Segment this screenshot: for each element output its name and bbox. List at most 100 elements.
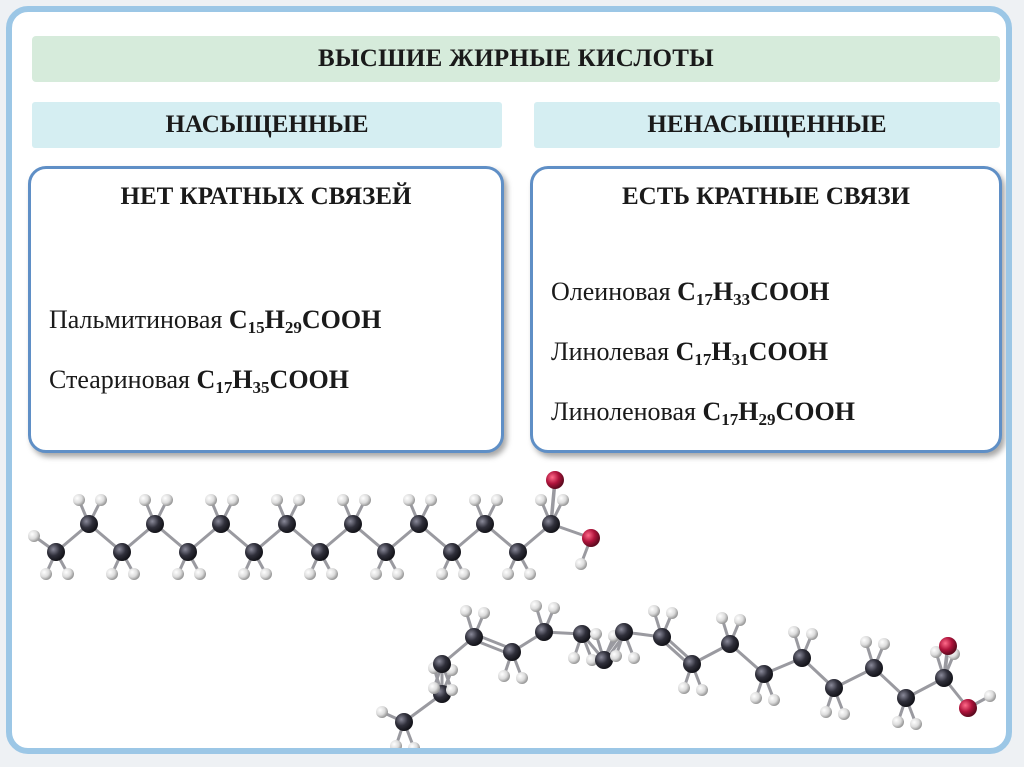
hydrogen-atom: [238, 568, 250, 580]
hydrogen-atom: [40, 568, 52, 580]
hydrogen-atom: [161, 494, 173, 506]
carbon-atom: [245, 543, 263, 561]
hydrogen-atom: [590, 628, 602, 640]
unsaturated-heading: ЕСТЬ КРАТНЫЕ СВЯЗИ: [621, 183, 910, 210]
hydrogen-atom: [227, 494, 239, 506]
hydrogen-atom: [95, 494, 107, 506]
hydrogen-atom: [194, 568, 206, 580]
carbon-atom: [465, 628, 483, 646]
hydrogen-atom: [478, 607, 490, 619]
hydrogen-atom: [172, 568, 184, 580]
hydrogen-atom: [734, 614, 746, 626]
hydrogen-atom: [648, 605, 660, 617]
hydrogen-atom: [469, 494, 481, 506]
carbon-atom: [503, 643, 521, 661]
hydrogen-atom: [502, 568, 514, 580]
carbon-atom: [542, 515, 560, 533]
hydrogen-atom: [535, 494, 547, 506]
carbon-atom: [825, 679, 843, 697]
acid-linolenic: Линоленовая C17H29COOH: [551, 397, 855, 429]
carbon-atom: [433, 655, 451, 673]
carbon-atom: [395, 713, 413, 731]
hydrogen-atom: [768, 694, 780, 706]
hydrogen-atom: [860, 636, 872, 648]
saturated-heading: НЕТ КРАТНЫХ СВЯЗЕЙ: [120, 183, 412, 210]
hydrogen-atom: [271, 494, 283, 506]
hydrogen-atom: [548, 602, 560, 614]
hydrogen-atom: [984, 690, 996, 702]
carbon-atom: [47, 543, 65, 561]
hydrogen-atom: [326, 568, 338, 580]
carbon-atom: [212, 515, 230, 533]
carbon-atom: [113, 543, 131, 561]
hydrogen-atom: [530, 600, 542, 612]
hydrogen-atom: [458, 568, 470, 580]
hydrogen-atom: [568, 652, 580, 664]
hydrogen-atom: [930, 646, 942, 658]
hydrogen-atom: [491, 494, 503, 506]
carbon-atom: [615, 623, 633, 641]
carbon-atom: [653, 628, 671, 646]
carbon-atom: [311, 543, 329, 561]
hydrogen-atom: [628, 652, 640, 664]
hydrogen-atom: [205, 494, 217, 506]
hydrogen-atom: [716, 612, 728, 624]
hydrogen-atom: [392, 568, 404, 580]
acid-formula: C17H33COOH: [677, 277, 830, 309]
category-unsaturated: НЕНАСЫЩЕННЫЕ: [534, 102, 1000, 148]
hydrogen-atom: [910, 718, 922, 730]
carbon-atom: [344, 515, 362, 533]
oxygen-atom: [939, 637, 957, 655]
acid-name: Линолевая: [551, 337, 670, 366]
hydrogen-atom: [806, 628, 818, 640]
hydrogen-atom: [610, 650, 622, 662]
hydrogen-atom: [586, 654, 598, 666]
acid-name: Линоленовая: [551, 397, 696, 426]
hydrogen-atom: [408, 742, 420, 748]
acid-stearic: Стеариновая C17H35COOH: [49, 365, 349, 396]
hydrogen-atom: [820, 706, 832, 718]
carbon-atom: [509, 543, 527, 561]
carbon-atom: [897, 689, 915, 707]
acid-name: Пальмитиновая: [49, 305, 223, 334]
carbon-atom: [721, 635, 739, 653]
saturated-acid-model: [28, 471, 600, 580]
hydrogen-atom: [293, 494, 305, 506]
hydrogen-atom: [403, 494, 415, 506]
acid-oleic: Олеиновая C17H33COOH: [551, 277, 830, 309]
hydrogen-atom: [892, 716, 904, 728]
molecule-models: [28, 471, 996, 748]
hydrogen-atom: [337, 494, 349, 506]
carbon-atom: [793, 649, 811, 667]
acid-formula: C15H29COOH: [228, 305, 382, 337]
hydrogen-atom: [28, 530, 40, 542]
carbon-atom: [595, 651, 613, 669]
acid-palmitic: Пальмитиновая C15H29COOH: [49, 305, 382, 337]
carbon-atom: [179, 543, 197, 561]
carbon-atom: [443, 543, 461, 561]
acid-name: Олеиновая: [551, 277, 671, 306]
carbon-atom: [573, 625, 591, 643]
carbon-atom: [865, 659, 883, 677]
hydrogen-atom: [376, 706, 388, 718]
carbon-atom: [377, 543, 395, 561]
unsaturated-box: ЕСТЬ КРАТНЫЕ СВЯЗИ Олеиновая C17H33COOH …: [530, 166, 1002, 453]
hydrogen-atom: [425, 494, 437, 506]
acid-formula: C17H29COOH: [702, 397, 855, 429]
hydrogen-atom: [62, 568, 74, 580]
hydrogen-atom: [128, 568, 140, 580]
hydrogen-atom: [73, 494, 85, 506]
carbon-atom: [146, 515, 164, 533]
unsaturated-acid-model: [376, 600, 996, 748]
slide: ВЫСШИЕ ЖИРНЫЕ КИСЛОТЫ НАСЫЩЕННЫЕ НЕНАСЫЩ…: [6, 6, 1012, 754]
hydrogen-atom: [260, 568, 272, 580]
hydrogen-atom: [666, 607, 678, 619]
oxygen-atom: [582, 529, 600, 547]
hydrogen-atom: [460, 605, 472, 617]
hydrogen-atom: [788, 626, 800, 638]
hydrogen-atom: [575, 558, 587, 570]
hydrogen-atom: [436, 568, 448, 580]
acid-formula: C17H31COOH: [675, 337, 829, 369]
oxygen-atom: [959, 699, 977, 717]
carbon-atom: [80, 515, 98, 533]
